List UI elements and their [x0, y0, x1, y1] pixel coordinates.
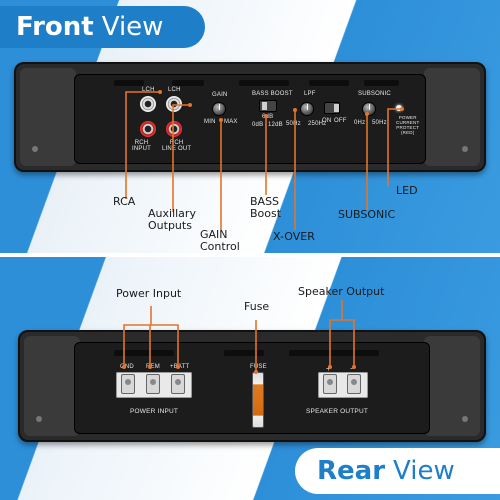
amplifier-rear-panel: GND REM +BATT POWER INPUT FUSE + − SPEAK… [18, 330, 486, 442]
silk-subsonic: SUBSONIC [358, 91, 391, 97]
callout-fuse: Fuse [244, 300, 270, 313]
silk-lpf-250: 250Hz [308, 121, 327, 127]
silk-gain-min: MIN [204, 119, 216, 125]
callout-subsonic: SUBSONIC [338, 208, 396, 221]
screw-icon [36, 416, 42, 422]
vent-slot [289, 350, 379, 356]
callout-x-over: X-OVER [273, 230, 315, 243]
rca-output-left-jack[interactable] [166, 96, 182, 112]
silk-rem: REM [146, 364, 160, 370]
rear-title-light: View [393, 456, 455, 486]
vent-slot [239, 80, 289, 86]
screw-icon [462, 146, 468, 152]
silk-speaker-output: SPEAKER OUTPUT [306, 408, 369, 415]
silk-fuse: FUSE [250, 364, 267, 370]
vent-slot [224, 350, 264, 356]
subsonic-knob[interactable] [362, 102, 376, 116]
callout-rca: RCA [113, 195, 136, 208]
silk-bass-boost: BASS BOOST [252, 91, 293, 97]
silk-gain: GAIN [212, 92, 228, 98]
heatsink-left [20, 68, 76, 166]
power-led-indicator [396, 105, 402, 111]
speaker-plus-terminal[interactable] [323, 374, 337, 394]
rem-terminal[interactable] [146, 374, 160, 394]
terminal-panel: GND REM +BATT POWER INPUT FUSE + − SPEAK… [74, 342, 430, 434]
silk-lch-2: LCH [168, 87, 181, 93]
vent-slot [309, 80, 349, 86]
silk-lpf-50: 50Hz [286, 121, 301, 127]
silk-lpf: LPF [304, 91, 316, 97]
rca-input-left-jack[interactable] [140, 96, 156, 112]
front-title-bold: Front [16, 12, 94, 42]
rear-view-title: Rear View [295, 448, 500, 494]
front-title-light: View [101, 12, 164, 42]
lpf-on-off-switch[interactable] [324, 102, 340, 114]
silk-lch-1: LCH [142, 87, 155, 93]
heatsink-right [424, 68, 480, 166]
vent-slot [114, 350, 174, 356]
silk-led-text: POWER CURRENT PROTECT (RED) [396, 115, 420, 135]
heatsink-left [24, 336, 80, 436]
silk-sub-50: 50Hz [372, 120, 387, 126]
silk-off: OFF [334, 118, 347, 124]
lpf-knob[interactable] [300, 102, 314, 116]
vent-slot [114, 80, 144, 86]
silk-rch-input: RCH INPUT [132, 140, 151, 152]
silk-on: ON [322, 118, 332, 124]
fuse-icon[interactable] [252, 372, 264, 428]
silk-bb-6db: 6dB [262, 114, 274, 120]
rca-output-right-jack[interactable] [166, 121, 182, 137]
front-view-title: Front View [0, 6, 205, 48]
callout-auxiliary-outputs: Auxillary Outputs [148, 207, 196, 232]
silk-batt: +BATT [170, 364, 190, 370]
callout-led: LED [396, 184, 418, 197]
silk-gain-max: MAX [224, 119, 238, 125]
rca-input-right-jack[interactable] [140, 121, 156, 137]
vent-slot [172, 80, 204, 86]
bass-boost-switch[interactable] [259, 100, 277, 112]
section-divider [0, 253, 500, 257]
silk-sub-0: 0Hz [354, 120, 366, 126]
speaker-terminal-block [318, 372, 368, 398]
control-panel: LCH LCH RCH INPUT RCH LINE OUT GAIN MIN … [74, 74, 426, 164]
callout-bass-boost: BASS Boost [250, 195, 282, 220]
silk-gnd: GND [120, 364, 134, 370]
gain-knob[interactable] [212, 102, 226, 116]
silk-bb-12db: 12dB [268, 122, 283, 128]
amplifier-front-panel: LCH LCH RCH INPUT RCH LINE OUT GAIN MIN … [14, 62, 486, 172]
screw-icon [462, 416, 468, 422]
gnd-terminal[interactable] [121, 374, 135, 394]
rear-title-bold: Rear [317, 456, 386, 486]
callout-speaker-output: Speaker Output [298, 285, 385, 298]
silk-bb-0db: 0dB [252, 122, 264, 128]
callout-power-input: Power Input [116, 287, 182, 300]
silk-power-input: POWER INPUT [130, 408, 179, 415]
silk-rch-line-out: RCH LINE OUT [162, 140, 192, 152]
batt-terminal[interactable] [171, 374, 185, 394]
callout-gain-control: GAIN Control [200, 228, 240, 253]
heatsink-right [424, 336, 480, 436]
speaker-minus-terminal[interactable] [347, 374, 361, 394]
screw-icon [32, 146, 38, 152]
vent-slot [364, 80, 399, 86]
power-terminal-block [116, 372, 192, 398]
